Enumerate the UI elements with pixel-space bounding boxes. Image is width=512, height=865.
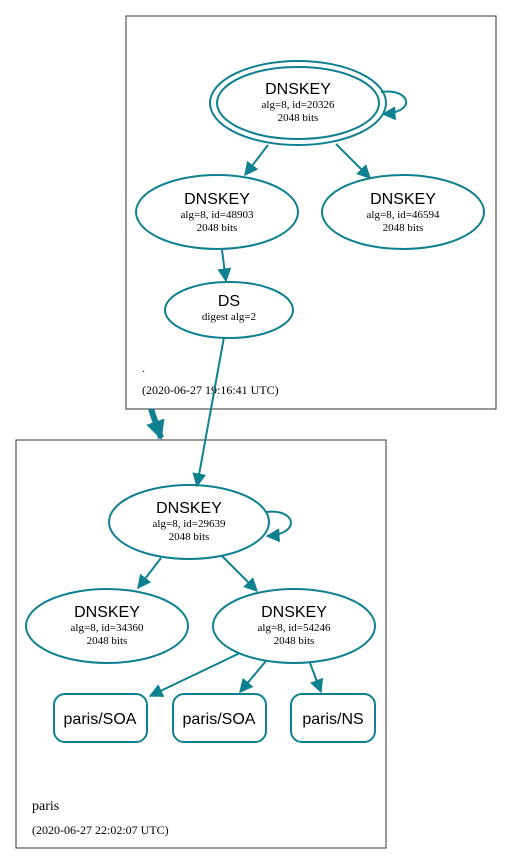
zone-root-timestamp: (2020-06-27 19:16:41 UTC): [142, 383, 279, 397]
node-ds[interactable]: DS digest alg=2: [164, 281, 294, 339]
zone-paris-timestamp: (2020-06-27 22:02:07 UTC): [32, 823, 169, 837]
edge-paris-ksk-selfsign: [265, 510, 292, 543]
node-rrset-soa-1[interactable]: paris/SOA: [53, 693, 148, 743]
node-root-zsk1-detail: alg=8, id=48903: [181, 209, 254, 221]
node-root-zsk2-title: DNSKEY: [370, 191, 436, 208]
edge-zsk-to-soa1: [148, 652, 241, 697]
node-paris-ksk-title: DNSKEY: [156, 500, 222, 517]
edge-delegation: [146, 408, 165, 440]
node-paris-zsk-title: DNSKEY: [261, 604, 327, 621]
edge-zsk1-to-ds: [217, 249, 232, 283]
node-root-zsk1[interactable]: DNSKEY alg=8, id=48903 2048 bits: [135, 174, 299, 250]
node-rrset-soa-2-label: paris/SOA: [183, 711, 256, 728]
node-root-ksk-detail: alg=8, id=20326: [262, 99, 335, 111]
node-root-zsk2-size: 2048 bits: [383, 222, 424, 234]
node-rrset-ns-label: paris/NS: [302, 711, 363, 728]
edge-zsk-to-soa2: [239, 660, 267, 694]
edge-ds-to-paris-ksk: [192, 336, 225, 488]
node-paris-k1-size: 2048 bits: [87, 635, 128, 647]
node-paris-k1[interactable]: DNSKEY alg=8, id=34360 2048 bits: [25, 588, 189, 664]
node-ds-title: DS: [218, 293, 240, 310]
edge-zsk-to-ns: [309, 662, 324, 694]
node-rrset-ns[interactable]: paris/NS: [290, 693, 376, 743]
node-paris-k1-detail: alg=8, id=34360: [71, 622, 144, 634]
node-root-zsk2[interactable]: DNSKEY alg=8, id=46594 2048 bits: [321, 174, 485, 250]
edge-paris-ksk-to-zsk: [221, 555, 258, 592]
zone-root-box: [125, 15, 497, 410]
node-ds-detail: digest alg=2: [202, 311, 256, 323]
node-paris-zsk-size: 2048 bits: [274, 635, 315, 647]
node-root-zsk1-title: DNSKEY: [184, 191, 250, 208]
node-root-ksk-title: DNSKEY: [265, 81, 331, 98]
node-paris-ksk-size: 2048 bits: [169, 531, 210, 543]
edge-root-ksk-to-zsk1: [244, 144, 269, 177]
node-root-ksk[interactable]: DNSKEY alg=8, id=20326 2048 bits: [209, 60, 387, 146]
node-root-zsk2-detail: alg=8, id=46594: [367, 209, 440, 221]
node-paris-ksk-detail: alg=8, id=29639: [153, 518, 226, 530]
edge-root-ksk-to-zsk2: [335, 143, 371, 179]
node-paris-zsk-detail: alg=8, id=54246: [258, 622, 331, 634]
node-root-zsk1-size: 2048 bits: [197, 222, 238, 234]
node-paris-k1-title: DNSKEY: [74, 604, 140, 621]
zone-paris-box: [15, 439, 387, 849]
edge-paris-ksk-to-k1: [137, 557, 162, 590]
zone-root-name: .: [142, 361, 145, 375]
edge-root-ksk-selfsign: [380, 90, 407, 121]
node-rrset-soa-2[interactable]: paris/SOA: [172, 693, 267, 743]
node-root-ksk-size: 2048 bits: [278, 112, 319, 124]
node-paris-ksk[interactable]: DNSKEY alg=8, id=29639 2048 bits: [108, 484, 270, 560]
node-paris-zsk[interactable]: DNSKEY alg=8, id=54246 2048 bits: [212, 588, 376, 664]
node-rrset-soa-1-label: paris/SOA: [64, 711, 137, 728]
zone-paris-name: paris: [32, 799, 59, 814]
